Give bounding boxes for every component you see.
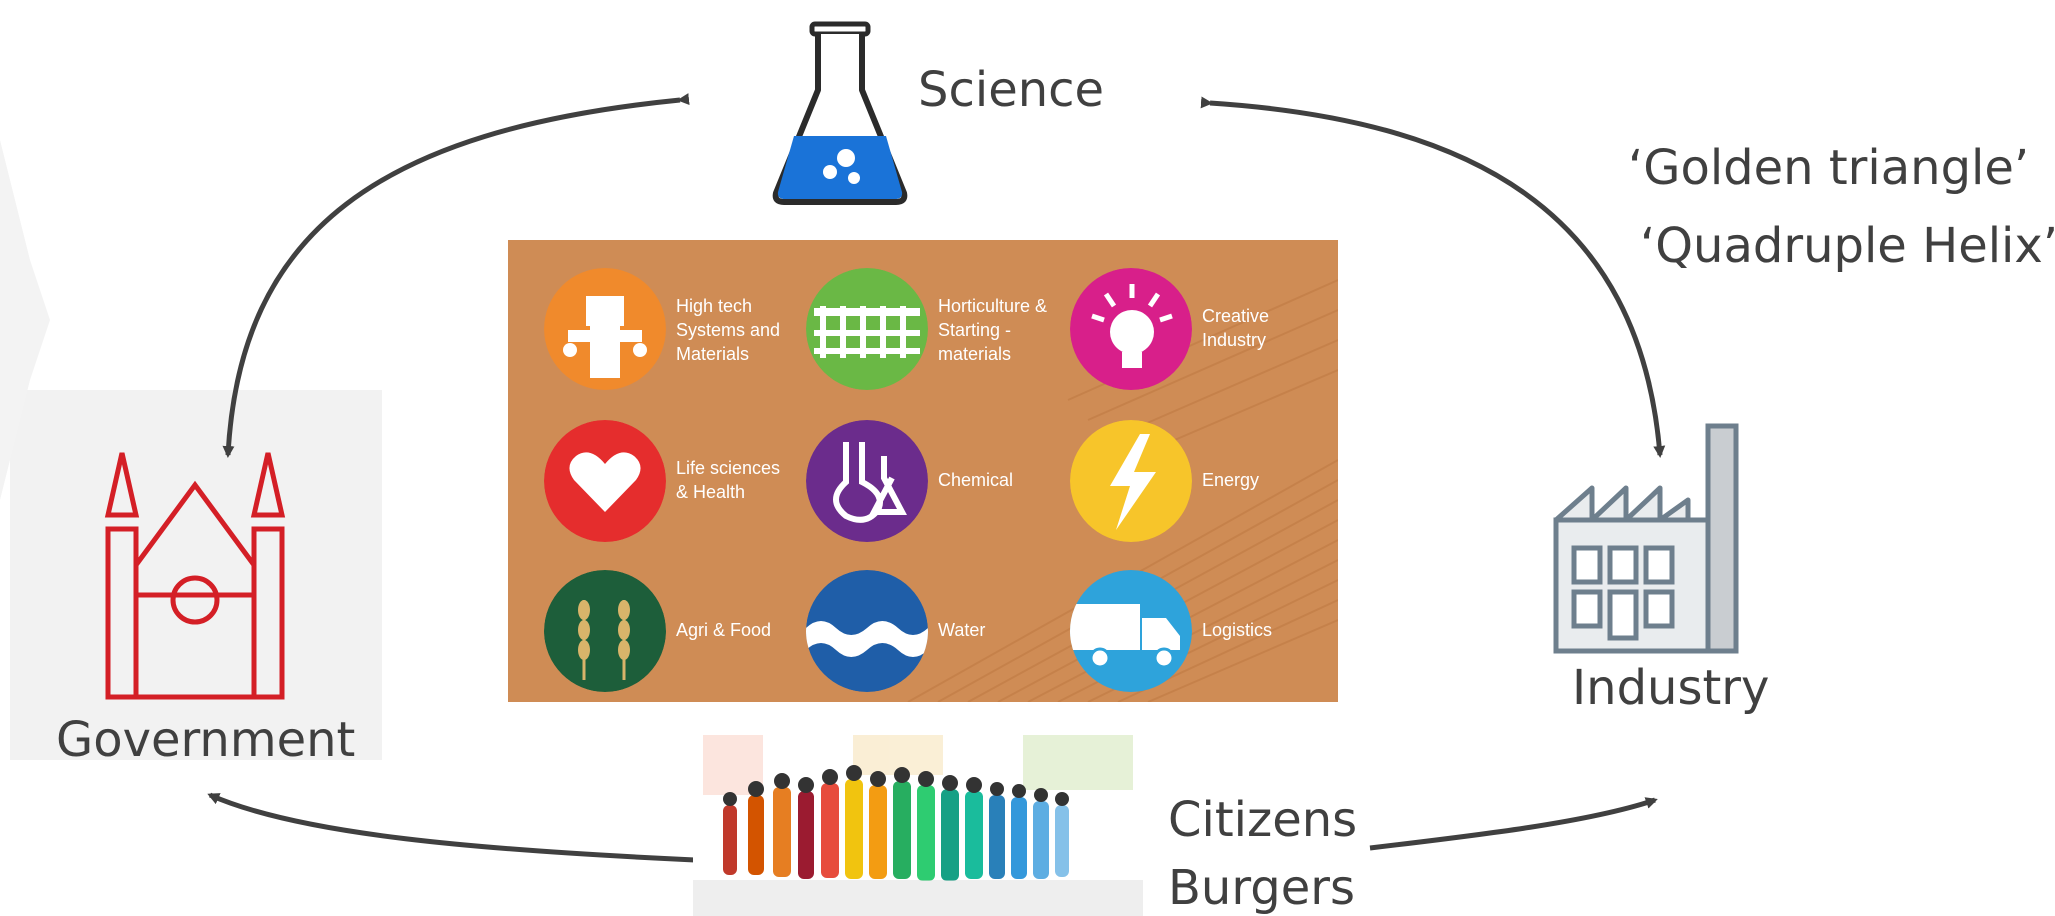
- top-sectors-panel: High tech Systems and Materials Horticul…: [508, 240, 1338, 702]
- arrow-science-government: [222, 93, 690, 458]
- burgers-label: Burgers: [1168, 860, 1355, 916]
- sector-label: Logistics: [1202, 620, 1273, 640]
- truck-icon: [1070, 570, 1192, 692]
- science-label: Science: [918, 62, 1105, 118]
- greenhouse-icon: [806, 268, 928, 390]
- citizens-crowd-image: [693, 735, 1143, 916]
- sector-label: Life sciences & Health: [676, 458, 781, 502]
- industry-label: Industry: [1572, 660, 1770, 716]
- citizens-label: Citizens: [1168, 792, 1358, 848]
- sector-label: Horticulture & Starting - materials: [938, 296, 1048, 364]
- arrow-citizens-government: [207, 792, 696, 863]
- quadruple-helix-label: ‘Quadruple Helix’: [1640, 218, 2055, 274]
- government-label: Government: [56, 712, 356, 768]
- arrow-citizens-industry: [1369, 797, 1658, 851]
- golden-triangle-label: ‘Golden triangle’: [1628, 140, 2030, 196]
- robot-icon: [544, 268, 666, 390]
- flask-icon: [806, 420, 928, 542]
- industry-factory-icon: [1553, 423, 1739, 654]
- sector-label: Agri & Food: [676, 620, 772, 640]
- lightning-icon: [1070, 420, 1192, 542]
- decorative-chevron: [0, 140, 50, 500]
- arrow-science-industry: [1200, 96, 1666, 458]
- sector-label: High tech Systems and Materials: [676, 296, 781, 364]
- wave-icon: [806, 570, 928, 692]
- heart-icon: [544, 420, 666, 542]
- wheat-icon: [544, 570, 666, 692]
- lightbulb-icon: [1070, 268, 1192, 390]
- sector-label: Creative Industry: [1202, 306, 1270, 350]
- sector-label: Chemical: [938, 470, 1014, 490]
- sector-label: Energy: [1202, 470, 1260, 490]
- sector-label: Water: [938, 620, 986, 640]
- government-building-icon: [104, 452, 286, 700]
- science-flask-icon: [772, 21, 908, 205]
